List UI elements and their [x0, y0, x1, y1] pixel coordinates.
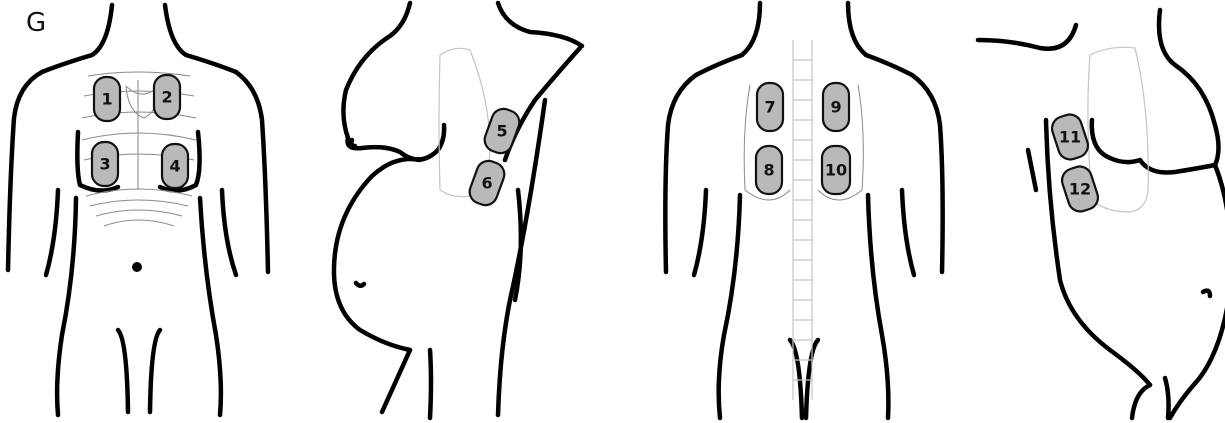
electrode-7: 7 — [757, 83, 783, 131]
electrode-1-label: 1 — [101, 90, 112, 109]
electrode-11-label: 11 — [1059, 128, 1081, 147]
electrode-5-label: 5 — [496, 122, 507, 141]
electrode-11: 11 — [1049, 111, 1091, 162]
electrode-10: 10 — [822, 146, 850, 194]
side-view-figure-2 — [978, 10, 1225, 418]
side-view-figure-1 — [334, 3, 582, 418]
electrode-4-label: 4 — [169, 157, 180, 176]
electrode-12: 12 — [1059, 163, 1101, 214]
electrode-3: 3 — [92, 142, 118, 186]
back-view-figure — [665, 3, 942, 418]
electrode-6-label: 6 — [481, 174, 492, 193]
electrode-8: 8 — [756, 146, 782, 194]
electrode-4: 4 — [162, 144, 188, 188]
electrode-6: 6 — [466, 158, 507, 209]
electrode-3-label: 3 — [99, 155, 110, 174]
electrode-2-label: 2 — [161, 88, 172, 107]
electrode-7-label: 7 — [764, 98, 775, 117]
electrode-2: 2 — [154, 75, 180, 119]
navel-mark — [132, 262, 142, 272]
electrode-9: 9 — [823, 83, 849, 131]
electrode-9-label: 9 — [830, 98, 841, 117]
electrode-10-label: 10 — [825, 161, 847, 180]
front-view-figure — [8, 5, 268, 415]
electrode-1: 1 — [94, 77, 120, 121]
electrode-12-label: 12 — [1069, 180, 1091, 199]
electrode-8-label: 8 — [763, 161, 774, 180]
